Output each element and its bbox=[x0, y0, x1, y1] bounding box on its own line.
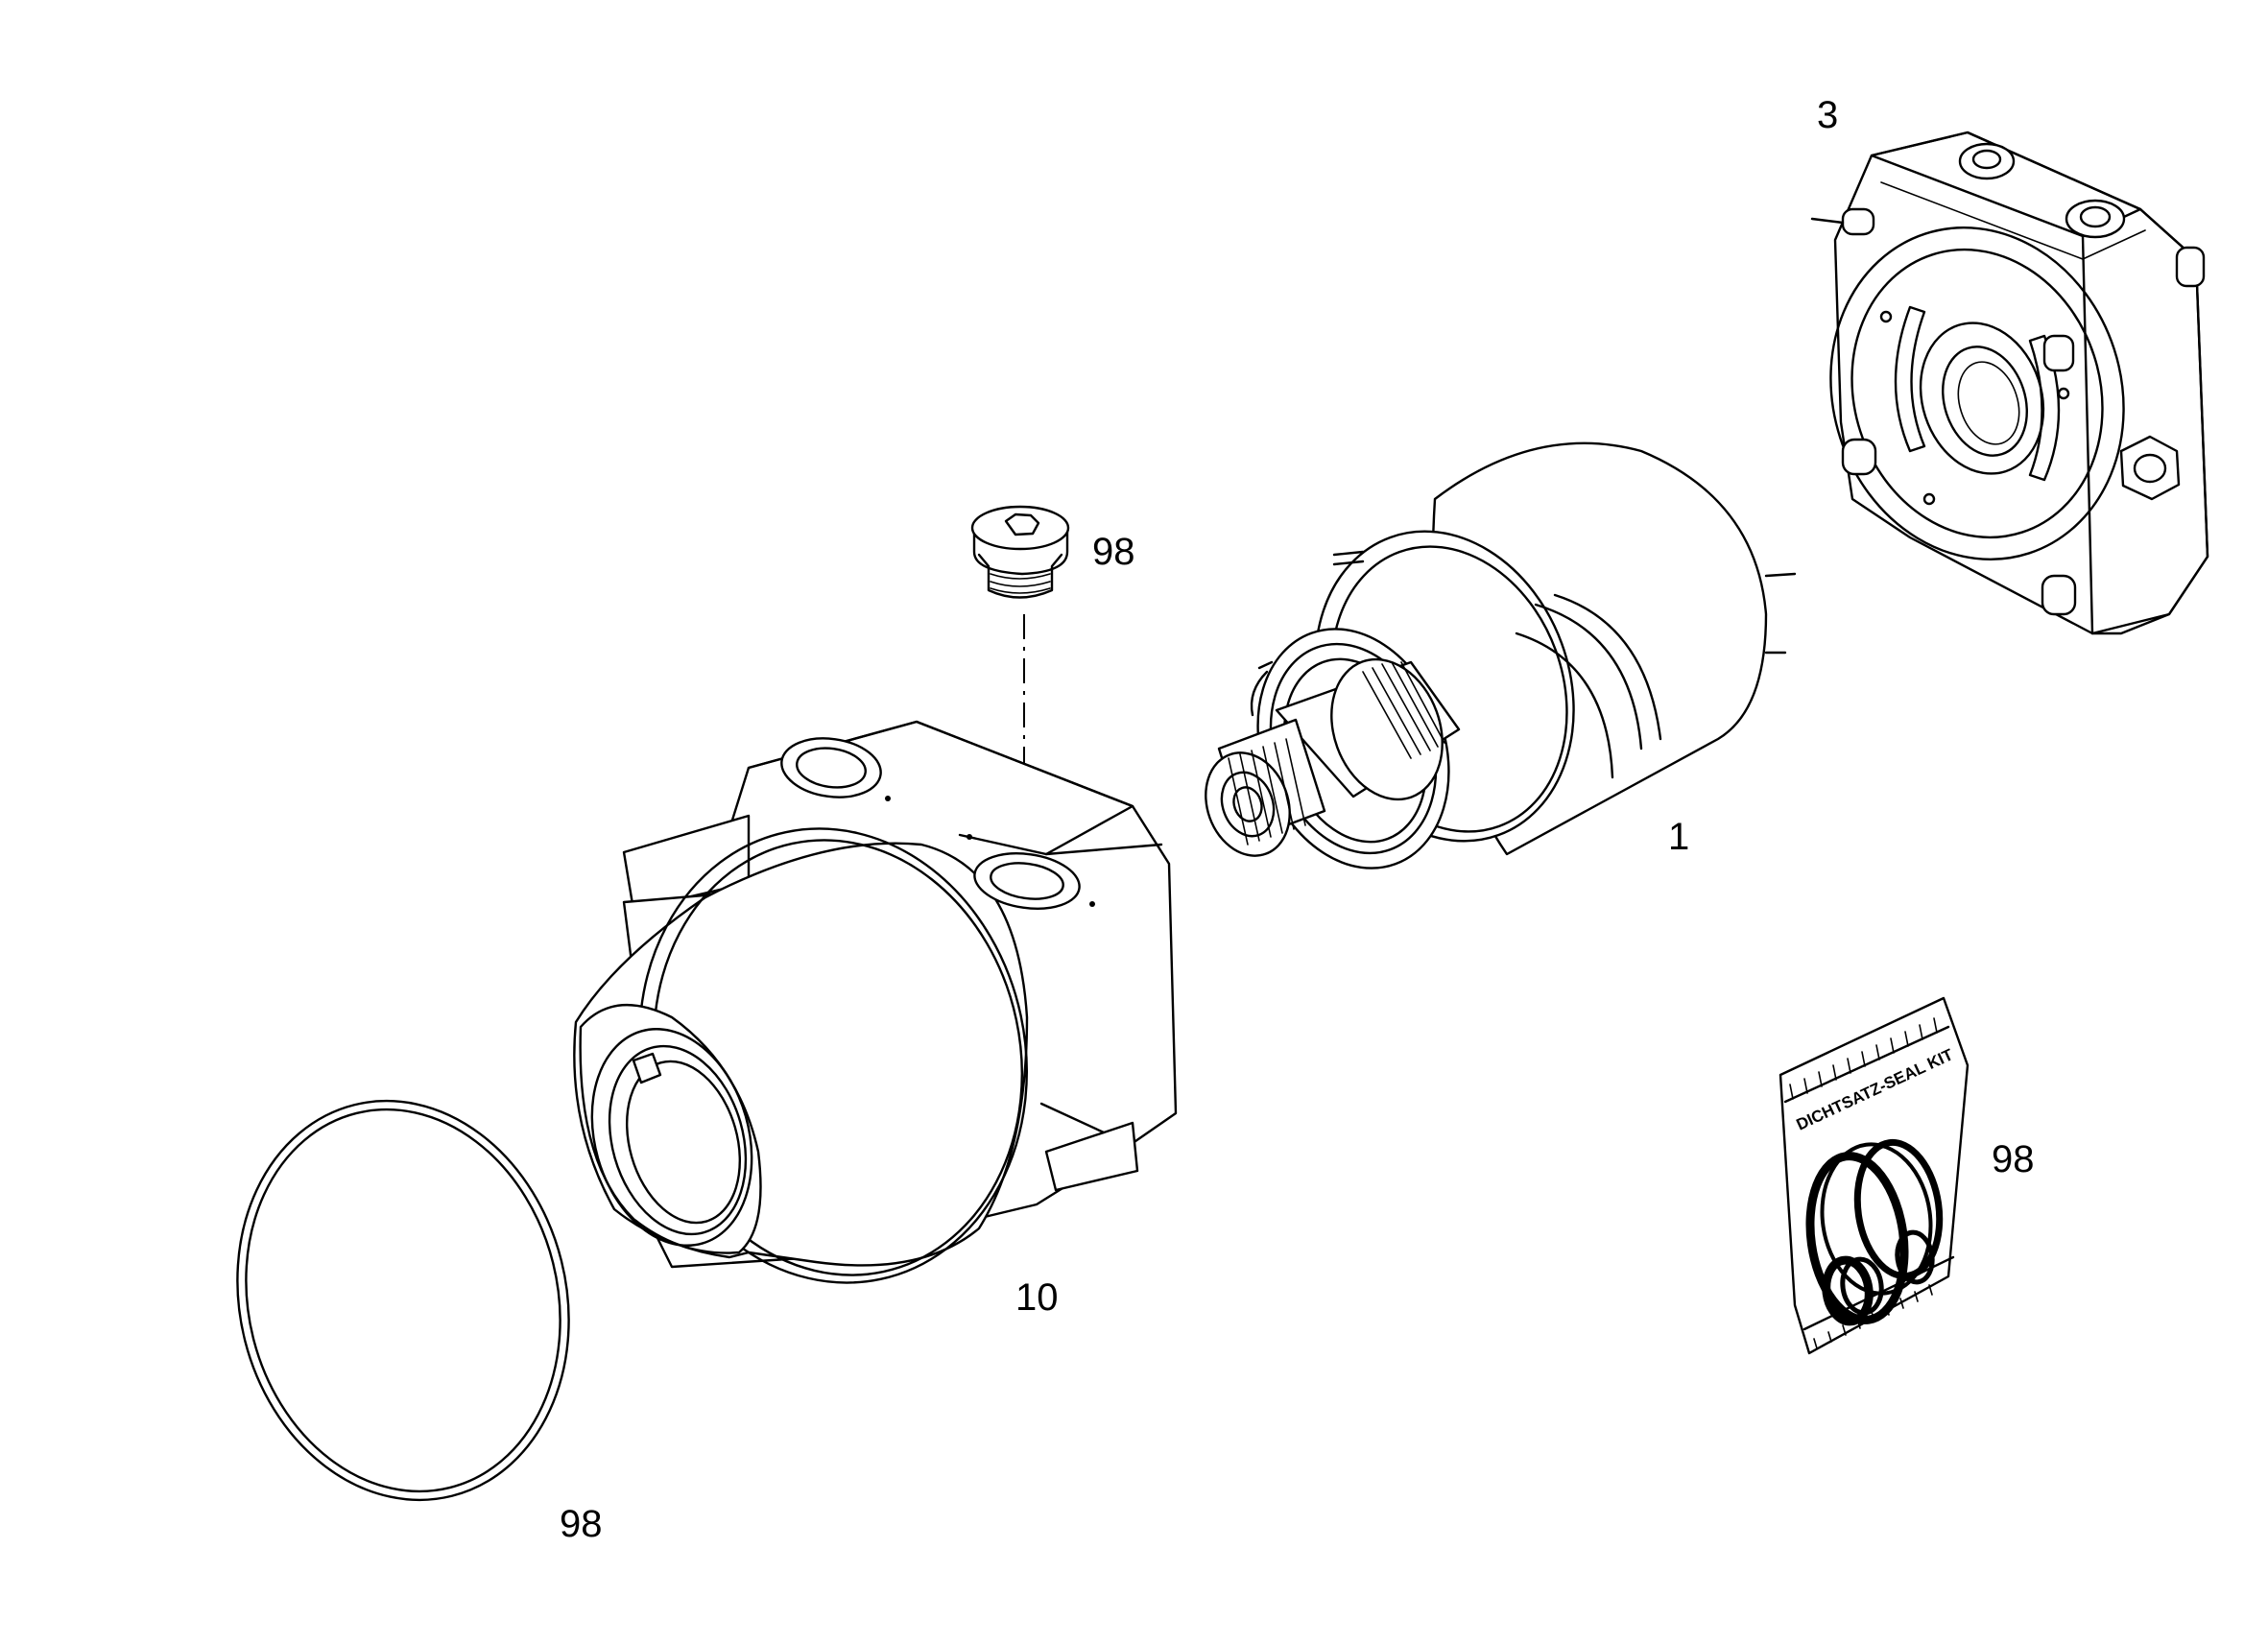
callout-part-10: 10 bbox=[1015, 1276, 1059, 1319]
part-98-o-ring bbox=[236, 1099, 570, 1502]
callout-part-1: 1 bbox=[1668, 816, 1690, 858]
callout-part-3: 3 bbox=[1817, 94, 1839, 136]
part-3-end-cover bbox=[1810, 131, 2209, 635]
callout-part-98-seal-kit: 98 bbox=[1992, 1138, 2035, 1180]
part-10-housing bbox=[573, 720, 1178, 1284]
part-98-screw-plug bbox=[970, 505, 1070, 845]
part-1-rotary-group bbox=[1205, 441, 1797, 870]
part-98-seal-kit: DICHTSATZ-SEAL KIT bbox=[1779, 996, 1970, 1355]
callout-part-98-plug: 98 bbox=[1092, 531, 1135, 573]
callout-part-98-o-ring: 98 bbox=[560, 1503, 603, 1545]
